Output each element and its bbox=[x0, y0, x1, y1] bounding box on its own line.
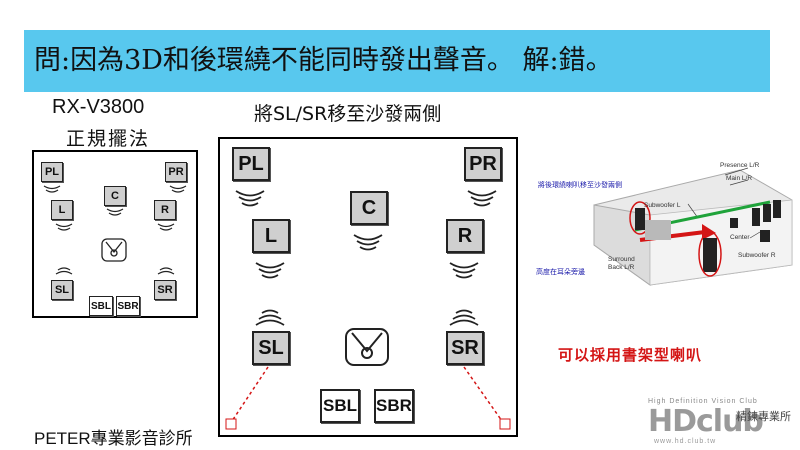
3d-room-illustration bbox=[593, 167, 793, 286]
label-surround-back-lr: Back L/R bbox=[608, 264, 635, 271]
speaker-pl: PL bbox=[232, 147, 270, 181]
speaker-sbr: SBR bbox=[116, 296, 140, 316]
label-subwoofer-r: Subwoofer R bbox=[738, 252, 776, 259]
speaker-sl: SL bbox=[51, 280, 73, 300]
modified-room-diagram: PL PR C L R SL SR SBL SBR bbox=[218, 137, 518, 437]
speaker-pr: PR bbox=[464, 147, 502, 181]
speaker-r: R bbox=[154, 200, 176, 220]
height-note: 高度在耳朵旁邊 bbox=[536, 268, 585, 276]
speaker-sbl: SBL bbox=[89, 296, 113, 316]
title-banner bbox=[24, 30, 770, 92]
standard-room-diagram: PL PR C L R SL SR SBL SBR bbox=[32, 150, 198, 318]
speaker-l: L bbox=[51, 200, 73, 220]
listener-chair-icon bbox=[345, 328, 389, 366]
footer-clinic-name: PETER專業影音診所 bbox=[34, 429, 193, 448]
logo-brand: HDclub bbox=[648, 404, 764, 439]
speaker-sr: SR bbox=[154, 280, 176, 300]
speaker-sr: SR bbox=[446, 331, 484, 365]
speaker-relocation-arrows bbox=[231, 366, 503, 422]
bookshelf-speaker-note: 可以採用書架型喇叭 bbox=[558, 346, 703, 364]
listener-chair-icon bbox=[101, 238, 127, 262]
label-presence: Presence L/R bbox=[720, 162, 760, 169]
layout-subtitle: 正規擺法 bbox=[66, 128, 151, 150]
logo-url: www.hd.club.tw bbox=[654, 438, 717, 445]
relocation-note: 將後環繞喇叭移至沙發兩側 bbox=[538, 181, 622, 189]
label-main: Main L/R bbox=[726, 175, 753, 182]
label-surround-back: Surround bbox=[608, 256, 635, 263]
speaker-c: C bbox=[350, 191, 388, 225]
label-center: Center bbox=[730, 234, 750, 241]
speaker-c: C bbox=[104, 186, 126, 206]
big-layout-title: 將SL/SR移至沙發兩側 bbox=[254, 103, 442, 125]
banner-title: 問:因為3D和後環繞不能同時發出聲音。 解:錯。 bbox=[34, 45, 613, 76]
speaker-pr: PR bbox=[165, 162, 187, 182]
logo-tagline: High Definition Vision Club bbox=[648, 398, 758, 405]
speaker-l: L bbox=[252, 219, 290, 253]
model-name: RX-V3800 bbox=[52, 96, 145, 118]
speaker-sbr: SBR bbox=[374, 389, 414, 423]
hdclub-logo: High Definition Vision Club HDclub 精鍊專業所… bbox=[648, 398, 798, 448]
logo-side-text: 精鍊專業所 bbox=[736, 410, 791, 423]
label-subwoofer-l: Subwoofer L bbox=[644, 202, 681, 209]
3d-speaker-diagram: 將後環繞喇叭移至沙發兩側 高度在耳朵旁邊 Presence L/R Main L… bbox=[530, 160, 800, 300]
speaker-pl: PL bbox=[41, 162, 63, 182]
big-sound-wave-icons bbox=[225, 190, 511, 430]
speaker-sbl: SBL bbox=[320, 389, 360, 423]
speaker-r: R bbox=[446, 219, 484, 253]
corner-speaker-icons bbox=[225, 418, 511, 430]
speaker-sl: SL bbox=[252, 331, 290, 365]
sound-wave-icons bbox=[43, 185, 187, 275]
